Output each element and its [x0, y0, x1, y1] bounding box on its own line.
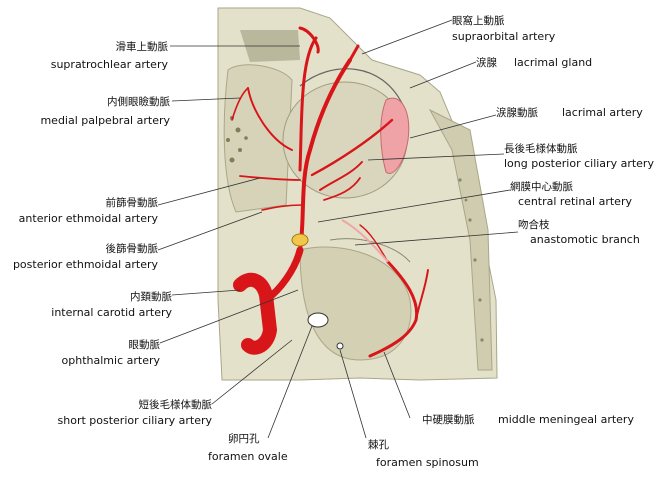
posterior-ethmoidal-artery [261, 204, 303, 211]
label-lacrimal-artery-jp: 涙腺動脈 [496, 107, 538, 119]
label-foramen-spinosum-en: foramen spinosum [376, 456, 479, 469]
label-long-ciliary-en: long posterior ciliary artery [504, 157, 654, 170]
label-anterior-ethmoidal-jp: 前篩骨動脈 [105, 197, 159, 209]
label-internal-carotid-jp: 内頚動脈 [130, 291, 172, 303]
ethmoid-cells [226, 116, 248, 163]
label-lacrimal-gland-jp: 涙腺 [476, 57, 497, 69]
label-middle-meningeal-en: middle meningeal artery [498, 413, 634, 426]
anastomotic-branch [341, 219, 389, 263]
label-ophthalmic-en: ophthalmic artery [61, 354, 160, 367]
label-anastomotic-en: anastomotic branch [530, 233, 640, 246]
label-anterior-ethmoidal-en: anterior ethmoidal artery [18, 212, 158, 225]
label-ophthalmic-jp: 眼動脈 [128, 339, 161, 351]
label-medial-palpebral-jp: 内側眼瞼動脈 [107, 96, 170, 108]
label-supraorbital-jp: 眼窩上動脈 [452, 15, 505, 27]
foramen-spinosum [336, 342, 344, 350]
label-anastomotic-jp: 吻合枝 [518, 219, 550, 231]
label-central-retinal-jp: 網膜中心動脈 [510, 181, 573, 193]
label-middle-meningeal-jp: 中硬膜動脈 [422, 414, 475, 426]
medial-palpebral-artery [247, 87, 293, 151]
label-medial-palpebral-en: medial palpebral artery [40, 114, 170, 127]
leader-lines [157, 19, 519, 439]
label-foramen-ovale-jp: 卵円孔 [228, 433, 260, 445]
internal-carotid-artery [233, 272, 278, 355]
label-foramen-ovale-en: foramen ovale [208, 450, 288, 463]
label-supraorbital-en: supraorbital artery [452, 30, 556, 43]
label-lacrimal-artery-en: lacrimal artery [562, 106, 643, 119]
supratrochlear-artery [298, 36, 318, 172]
skull-base [217, 7, 498, 381]
foramen-ovale [307, 312, 329, 328]
label-short-ciliary-jp: 短後毛様体動脈 [138, 399, 213, 411]
lacrimal-artery [310, 118, 394, 177]
label-long-ciliary-jp: 長後毛様体動脈 [504, 143, 578, 155]
label-posterior-ethmoidal-jp: 後篩骨動脈 [105, 243, 159, 255]
label-lacrimal-gland-en: lacrimal gland [514, 56, 593, 69]
label-central-retinal-en: central retinal artery [518, 195, 632, 208]
label-supratrochlear-en: supratrochlear artery [50, 58, 168, 71]
optic-nerve-stump [291, 233, 309, 247]
label-internal-carotid-en: internal carotid artery [51, 306, 172, 319]
label-posterior-ethmoidal-en: posterior ethmoidal artery [12, 258, 158, 271]
label-short-ciliary-en: short posterior ciliary artery [57, 414, 212, 427]
ophthalmic-artery [298, 58, 352, 252]
anterior-ethmoidal-artery [239, 175, 301, 181]
lacrimal-gland [380, 97, 410, 174]
supraorbital-artery [348, 44, 360, 62]
label-foramen-spinosum-jp: 棘孔 [368, 439, 389, 451]
arteries [231, 26, 429, 358]
label-supratrochlear-jp: 滑車上動脈 [115, 41, 169, 53]
